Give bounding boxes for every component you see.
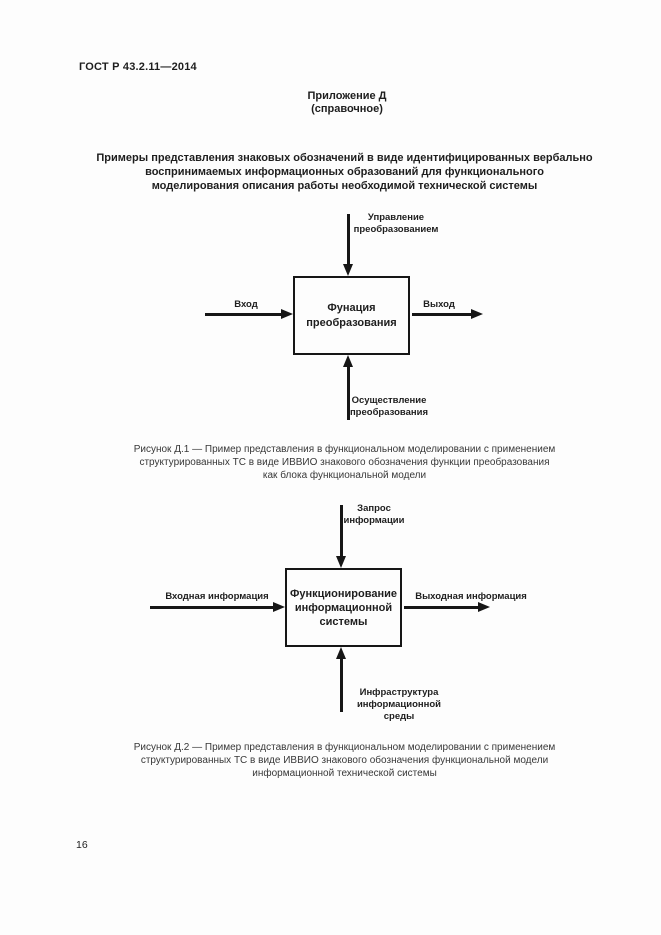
caption-line: Рисунок Д.1 — Пример представления в фун…	[133, 444, 556, 455]
fig1-output-label: Выход	[423, 299, 455, 310]
fig1-input-arrow-shaft	[205, 313, 281, 316]
section-title: Примеры представления знаковых обозначен…	[28, 151, 661, 193]
fig2-mechanism-label: Инфраструктура информационной среды	[356, 687, 442, 722]
title-line: моделирования описания работы необходимо…	[151, 180, 538, 192]
fig1-control-label: Управление преобразованием	[353, 212, 439, 235]
fig2-mechanism-arrowhead-icon	[336, 647, 346, 659]
fig1-mechanism-arrowhead-icon	[343, 355, 353, 367]
fig2-input-arrow-shaft	[150, 606, 273, 609]
appendix-subtitle: (справочное)	[311, 103, 383, 115]
fig1-mechanism-label: Осуществление преобразования	[349, 395, 429, 418]
fig2-control-arrow-shaft	[340, 505, 343, 556]
fig2-output-label: Выходная информация	[415, 591, 527, 602]
title-line: воспринимаемых информационных образовани…	[145, 166, 544, 178]
fig2-function-box: Функционирование информационной системы	[285, 568, 402, 647]
fig1-mechanism-arrow-shaft	[347, 367, 350, 420]
fig2-caption: Рисунок Д.2 — Пример представления в фун…	[28, 741, 661, 780]
fig1-caption: Рисунок Д.1 — Пример представления в фун…	[28, 443, 661, 482]
fig2-input-label: Входная информация	[165, 591, 269, 602]
fig1-output-arrowhead-icon	[471, 309, 483, 319]
fig2-mechanism-arrow-shaft	[340, 659, 343, 712]
fig1-input-arrowhead-icon	[281, 309, 293, 319]
caption-line: структурированных ТС в виде ИВВИО знаков…	[140, 755, 549, 766]
appendix-heading: Приложение Д (справочное)	[247, 90, 447, 116]
appendix-title: Приложение Д	[307, 90, 387, 102]
doc-number: ГОСТ Р 43.2.11—2014	[79, 61, 197, 73]
fig1-control-arrow-shaft	[347, 214, 350, 264]
caption-line: Рисунок Д.2 — Пример представления в фун…	[133, 742, 556, 753]
fig2-input-arrowhead-icon	[273, 602, 285, 612]
fig1-output-arrow-shaft	[412, 313, 471, 316]
caption-line: структурированных ТС в виде ИВВИО знаков…	[139, 457, 550, 468]
fig2-output-arrow-shaft	[404, 606, 478, 609]
caption-line: как блока функциональной модели	[262, 470, 427, 481]
fig1-control-arrowhead-icon	[343, 264, 353, 276]
fig2-output-arrowhead-icon	[478, 602, 490, 612]
fig2-control-label: Запрос информации	[343, 503, 405, 526]
page-number: 16	[76, 839, 88, 851]
fig1-function-box: Фунация преобразования	[293, 276, 410, 355]
caption-line: информационной технической системы	[252, 768, 437, 779]
fig2-control-arrowhead-icon	[336, 556, 346, 568]
title-line: Примеры представления знаковых обозначен…	[96, 152, 593, 164]
fig1-input-label: Вход	[234, 299, 258, 310]
